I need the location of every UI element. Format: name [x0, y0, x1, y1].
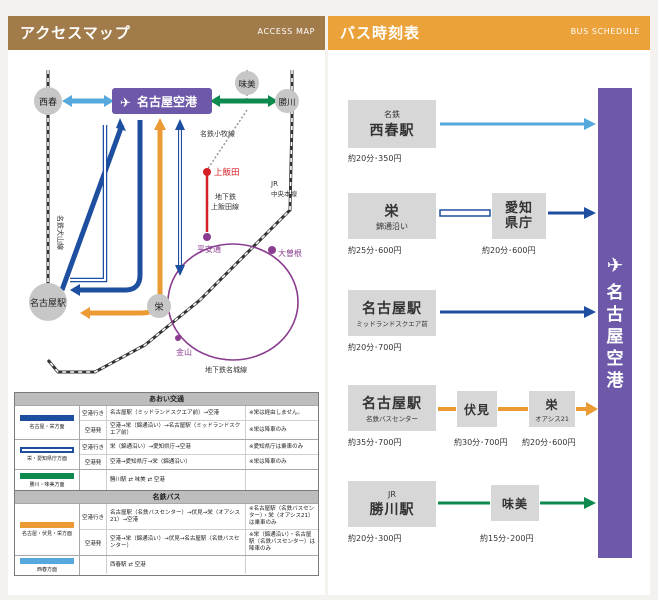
fare-nagoya-midland: 約20分･700円	[348, 343, 402, 352]
kamiiida-dot	[203, 168, 211, 176]
legend-meitetsu-orange	[20, 522, 74, 528]
map-meijo-line: 地下鉄名城線	[205, 365, 247, 374]
legend-aoi-blue	[20, 415, 74, 421]
table-row: 名古屋・栄方面 空港行き名古屋駅（ミッドランドスクエア前）→空港※栄は経由しませ…	[15, 405, 318, 439]
map-kamiiida-line-2: 上飯田線	[211, 202, 239, 211]
station-sakae-nishiki: 栄 錦通沿い	[348, 193, 436, 239]
legend-aoi-green	[20, 472, 74, 479]
access-map-header: アクセスマップ ACCESS MAP	[8, 16, 325, 50]
table-row: 勝川・味美方面 勝川駅 ⇄ 味美 ⇄ 空港	[15, 469, 318, 490]
station-kachigawa: JR 勝川駅	[348, 481, 436, 527]
heiando-dot	[203, 233, 211, 241]
fare-sakae-oasis: 約20分･600円	[522, 438, 576, 447]
table-row: 名古屋・伏見・栄方面 空港行き名古屋駅（名鉄バスセンター）→伏見→栄（オアシス2…	[15, 503, 318, 555]
aoi-kotsu-table: あおい交通 名古屋・栄方面 空港行き名古屋駅（ミッドランドスクエア前）→空港※栄…	[14, 392, 319, 491]
map-ozone: 大曽根	[278, 248, 302, 258]
legend-meitetsu-light	[20, 558, 74, 564]
fare-fushimi: 約30分･700円	[454, 438, 508, 447]
map-heiando: 平安通	[197, 244, 221, 254]
route-aoi-nagoya	[59, 118, 143, 296]
airport-node	[112, 88, 212, 114]
kanayama-dot	[175, 335, 181, 341]
fare-ajiyoshi: 約15分･200円	[480, 534, 534, 543]
station-sakae-oasis: 栄 オアシス21	[529, 391, 575, 427]
kachigawa-node	[275, 89, 299, 113]
airplane-icon: ✈	[607, 253, 624, 277]
ajiyoshi-node	[235, 71, 259, 95]
station-nagoya-midland: 名古屋駅 ミッドランドスクエア前	[348, 290, 436, 336]
access-map: ✈ 名古屋空港 西春 味美 勝川 名古屋駅 栄 名鉄小牧線 上飯田 地下鉄 上飯…	[29, 70, 302, 374]
map-jr-2: 中央本線	[271, 189, 298, 198]
map-kachigawa: 勝川	[278, 97, 295, 108]
map-nagoya: 名古屋駅	[30, 297, 66, 309]
legend-aoi-outline	[20, 447, 74, 453]
station-fushimi: 伏見	[457, 391, 497, 427]
route-nishiharu	[62, 95, 114, 107]
station-aichi-kencho: 愛知 県庁	[492, 193, 546, 239]
map-kamiiida-line-1: 地下鉄	[215, 192, 236, 201]
table-row: 栄・愛知県庁方面 空港行き栄（錦通沿い）→愛知県庁→空港※愛知県庁は乗車のみ 空…	[15, 439, 318, 469]
map-kamiiida: 上飯田	[214, 167, 240, 178]
meitetsu-bus-table: 名鉄バス 名古屋・伏見・栄方面 空港行き名古屋駅（名鉄バスセンター）→伏見→栄（…	[14, 490, 319, 576]
fare-aichi-kencho: 約20分･600円	[482, 246, 536, 255]
airport-bar: ✈ 名古屋空港	[598, 88, 632, 558]
airport-bar-label: 名古屋空港	[606, 283, 624, 391]
map-ajiyoshi: 味美	[238, 79, 256, 90]
svg-text:✈: ✈	[607, 253, 624, 277]
fare-kachigawa: 約20分･300円	[348, 534, 402, 543]
fare-sakae: 約25分･600円	[348, 246, 402, 255]
bus-schedule-subtitle: BUS SCHEDULE	[570, 27, 640, 36]
route-kachigawa	[210, 95, 278, 107]
route-aoi-kencho	[70, 119, 185, 283]
bus-schedule-title: バス時刻表	[340, 24, 421, 42]
map-kanayama: 金山	[176, 347, 192, 357]
nishiharu-node	[34, 87, 62, 115]
bus-schedule-header: バス時刻表 BUS SCHEDULE	[328, 16, 650, 50]
access-map-title: アクセスマップ	[20, 24, 131, 42]
map-sakae: 栄	[154, 301, 163, 313]
svg-text:✈: ✈	[120, 96, 131, 111]
sakae-node	[147, 294, 171, 318]
nagoya-node	[29, 283, 67, 321]
station-nagoya-meitetsu: 名古屋駅 名鉄バスセンター	[348, 385, 436, 431]
map-nishiharu: 西春	[39, 96, 57, 108]
table-row: 西春方面 西春駅 ⇄ 空港	[15, 555, 318, 575]
aoi-table-title: あおい交通	[15, 393, 318, 405]
fare-nishiharu: 約20分･350円	[348, 154, 402, 163]
map-komaki-line: 名鉄小牧線	[200, 129, 235, 138]
access-map-subtitle: ACCESS MAP	[257, 27, 315, 36]
station-nishiharu: 名鉄 西春駅	[348, 100, 436, 148]
fare-nagoya-meitetsu: 約35分･700円	[348, 438, 402, 447]
station-ajiyoshi: 味美	[491, 485, 539, 521]
ozone-dot	[268, 246, 276, 254]
map-jr-1: JR	[270, 180, 278, 188]
meitetsu-table-title: 名鉄バス	[15, 491, 318, 503]
map-inuyama-line: 名鉄犬山線	[56, 215, 65, 250]
map-airport-label: 名古屋空港	[137, 94, 198, 109]
